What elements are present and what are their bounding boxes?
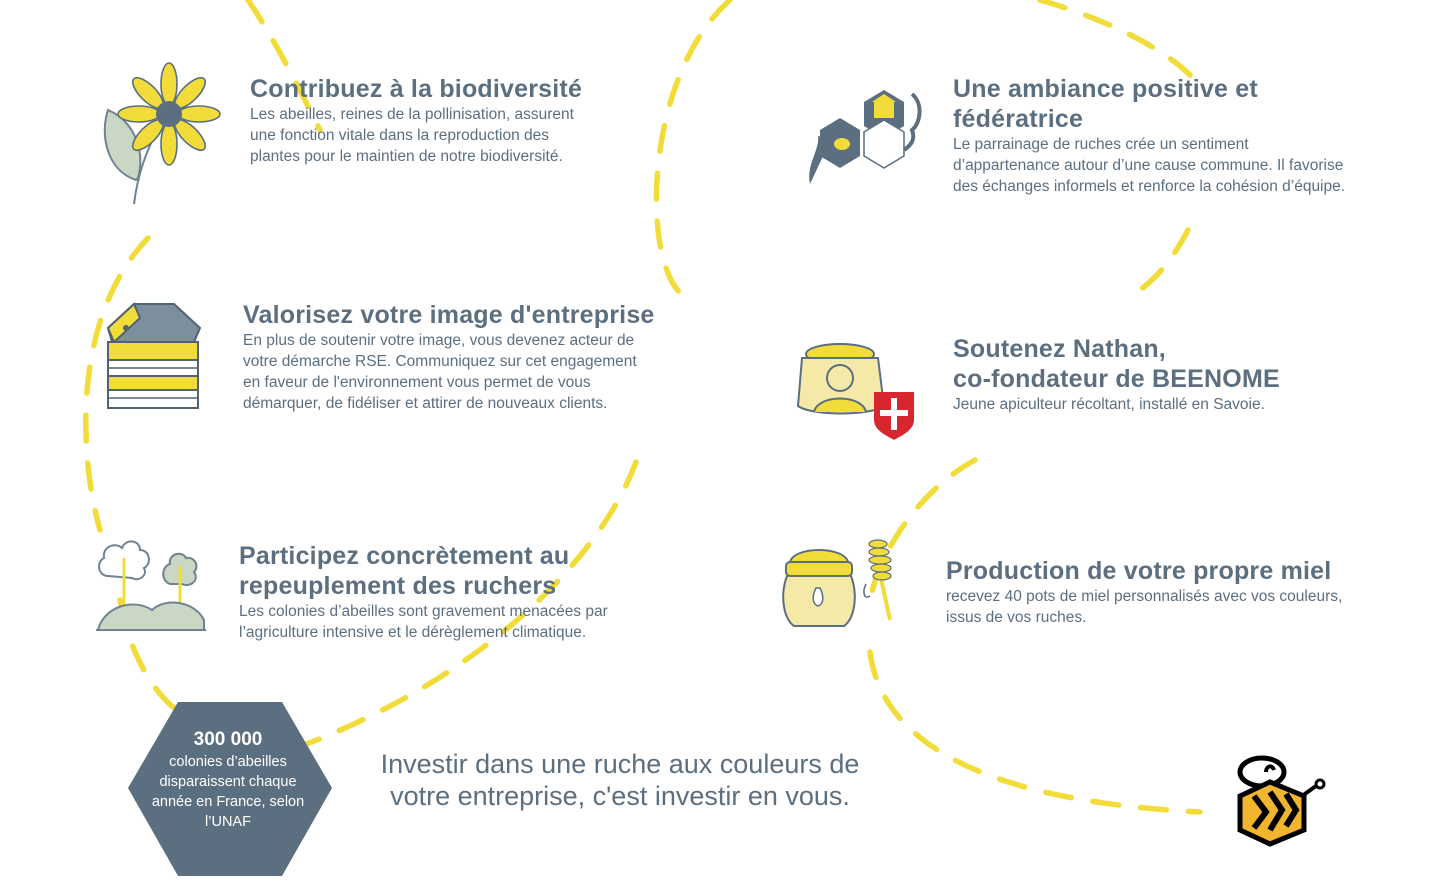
benefit-text: En plus de soutenir votre image, vous de… <box>243 332 637 412</box>
stat-number: 300 000 <box>193 729 263 750</box>
sunflower-icon <box>96 62 226 208</box>
beehive-icon <box>100 298 204 414</box>
benefit-title: Soutenez Nathan, co-fondateur de BEENOME <box>953 335 1280 393</box>
trees-icon <box>94 536 208 632</box>
benefit-title: Participez concrètement au repeuplement … <box>239 542 570 600</box>
stat-hexagon <box>126 700 334 876</box>
benefit-text: Le parrainage de ruches crée un sentimen… <box>953 136 1346 195</box>
benefit-support-nathan: Soutenez Nathan, co-fondateur de BEENOME… <box>953 334 1280 415</box>
benefit-team-spirit: Une ambiance positive et fédératrice Le … <box>953 74 1345 197</box>
benefit-text: Les abeilles, reines de la pollinisation… <box>250 106 574 165</box>
honey-jar-icon <box>778 538 906 632</box>
benefit-text: recevez 40 pots de miel personnalisés av… <box>946 588 1343 626</box>
benefit-title: Contribuez à la biodiversité <box>250 75 583 103</box>
stat-text: 300 000 colonies d’abeilles disparaissen… <box>130 728 326 832</box>
bee-logo-icon <box>1226 752 1332 848</box>
benefit-text: Les colonies d’abeilles sont gravement m… <box>239 603 608 641</box>
benefit-title: Une ambiance positive et fédératrice <box>953 75 1258 133</box>
benefit-text: Jeune apiculteur récoltant, installé en … <box>953 396 1265 413</box>
benefit-repopulation: Participez concrètement au repeuplement … <box>239 541 608 643</box>
team-hexagons-icon <box>800 84 926 188</box>
benefit-title: Valorisez votre image d'entreprise <box>243 301 655 329</box>
benefit-own-honey: Production de votre propre miel recevez … <box>946 556 1342 628</box>
beekeeper-icon <box>790 336 918 440</box>
benefit-biodiversity: Contribuez à la biodiversité Les abeille… <box>250 74 582 167</box>
benefit-title: Production de votre propre miel <box>946 557 1332 585</box>
benefit-company-image: Valorisez votre image d'entreprise En pl… <box>243 300 655 414</box>
tagline: Investir dans une ruche aux couleurs de … <box>380 749 860 811</box>
